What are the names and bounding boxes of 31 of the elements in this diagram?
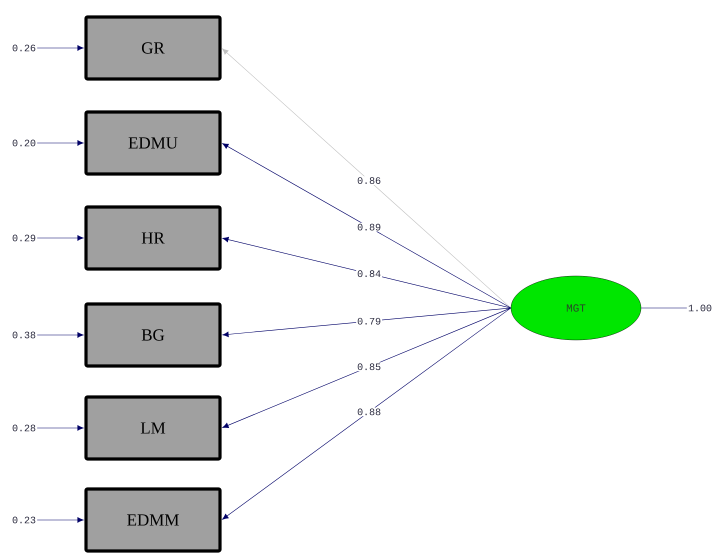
- edge-label: 0.79: [356, 316, 382, 326]
- arrow: [222, 236, 512, 308]
- arrow: [36, 425, 84, 431]
- arrow: [222, 308, 512, 338]
- observed-variable-box: HR: [84, 205, 222, 271]
- arrow: [36, 332, 84, 338]
- observed-variable-box: LM: [84, 395, 222, 461]
- error-value: 0.28: [12, 424, 36, 432]
- arrow: [36, 517, 84, 523]
- observed-variable-box: EDMU: [84, 110, 222, 176]
- observed-variable-box: BG: [84, 302, 222, 368]
- edge-label: 0.88: [356, 408, 382, 416]
- edge-label: 0.84: [356, 269, 382, 278]
- arrow: [36, 140, 84, 146]
- observed-variable-box: EDMM: [84, 487, 222, 553]
- edge-label: 0.86: [356, 176, 382, 185]
- arrow: [36, 45, 84, 51]
- error-value: 0.23: [12, 516, 36, 524]
- error-value: 0.29: [12, 234, 36, 242]
- observed-variable-box: GR: [84, 15, 222, 81]
- arrow: [36, 235, 84, 241]
- edge-label: 0.85: [356, 362, 382, 372]
- error-value: 0.38: [12, 332, 36, 338]
- arrow: [222, 308, 512, 520]
- edge-label: 0.89: [356, 222, 382, 232]
- error-value: 1.00: [688, 304, 712, 312]
- arrow: [222, 308, 512, 428]
- arrow: [222, 143, 512, 308]
- error-value: 0.20: [12, 140, 36, 146]
- error-value: 0.26: [12, 44, 36, 52]
- arrow: [222, 48, 512, 308]
